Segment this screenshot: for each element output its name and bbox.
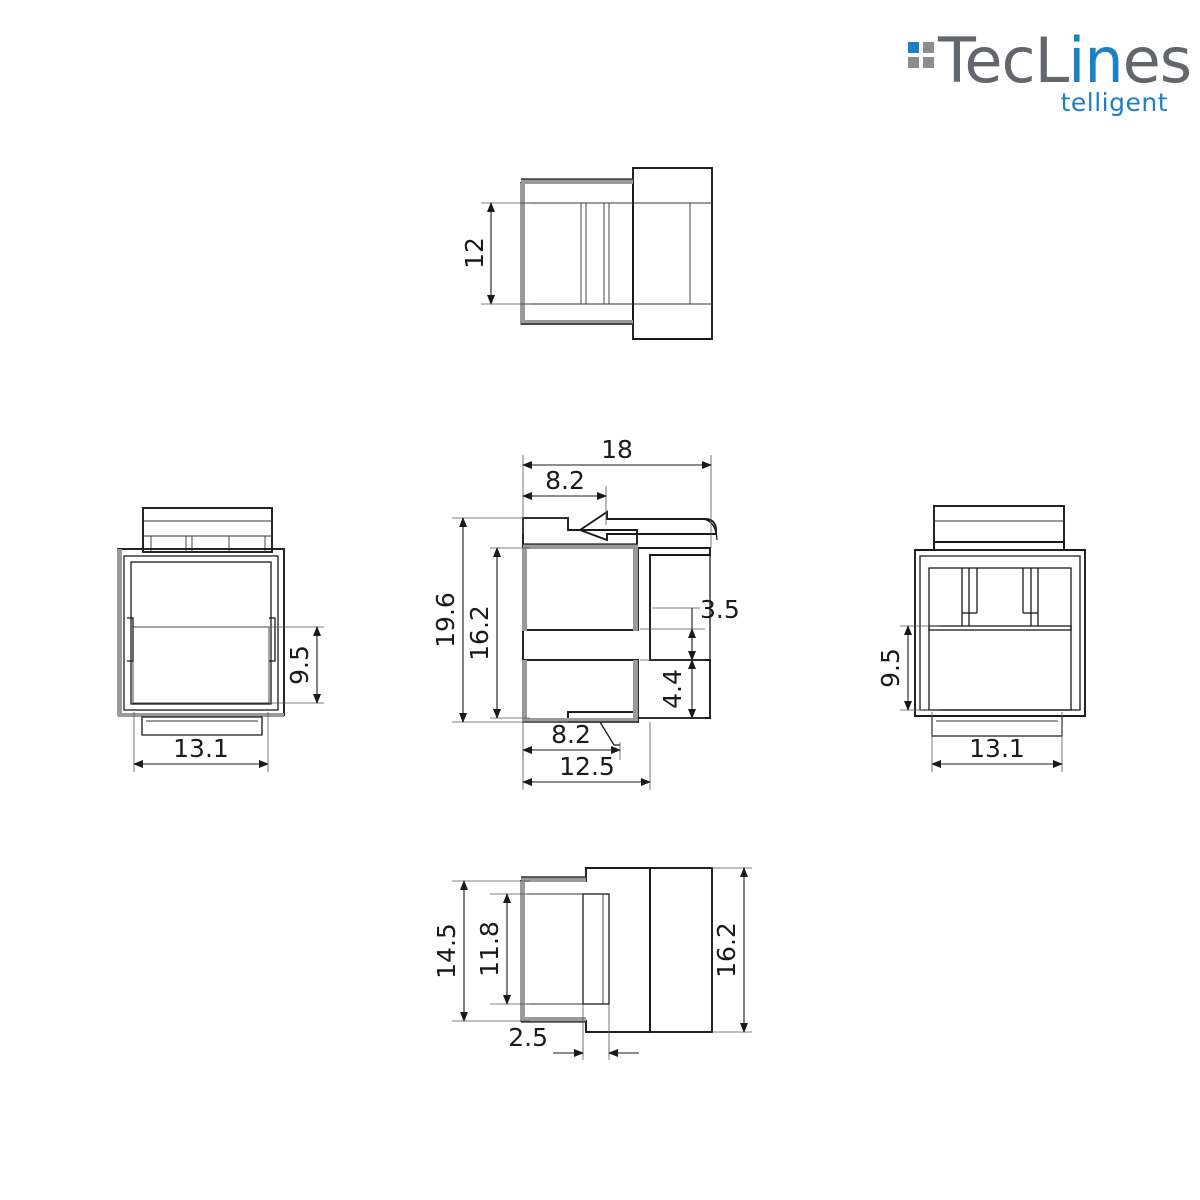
dimension-rear-13-1: 13.1	[969, 734, 1025, 763]
dimension-side-8-2-top: 8.2	[545, 466, 585, 495]
logo-square-bottom-left	[908, 57, 919, 68]
dimension-bottom-14-5: 14.5	[432, 923, 461, 979]
logo-word-suffix: es	[1122, 24, 1192, 97]
logo-square-top-right	[923, 42, 934, 53]
dimension-side-8-2-bottom: 8.2	[551, 720, 591, 749]
dimension-front-9-5: 9.5	[285, 645, 314, 685]
view-rear-right: 9.5 13.1	[876, 505, 1086, 772]
dimension-rear-9-5: 9.5	[876, 648, 905, 688]
dimension-side-16-2: 16.2	[465, 605, 494, 661]
view-front-left: 9.5 13.1	[117, 507, 324, 772]
dimension-bottom-16-2: 16.2	[712, 922, 741, 978]
dimension-side-19-6: 19.6	[431, 592, 460, 648]
view-side-center: 18 8.2 19.6 16.2 3.5 4.4 8.2	[431, 435, 740, 790]
logo-wordmark: TecLines	[938, 24, 1192, 97]
logo-square-bottom-right	[923, 57, 934, 68]
teclines-logo: TecLines telligent	[908, 24, 1192, 120]
dimension-side-18: 18	[601, 435, 633, 464]
logo-word-accent: in	[1068, 24, 1124, 97]
dimension-side-3-5: 3.5	[700, 595, 740, 624]
logo-subtitle: telligent	[1060, 88, 1168, 117]
dimension-bottom-11-8: 11.8	[475, 921, 504, 977]
view-bottom: 14.5 11.8 16.2 2.5	[432, 867, 752, 1060]
logo-square-top-left	[908, 42, 919, 53]
dimension-side-4-4: 4.4	[658, 669, 687, 709]
view-top: 12	[460, 167, 713, 340]
dimension-bottom-2-5: 2.5	[508, 1023, 548, 1052]
dimension-top-12: 12	[460, 237, 489, 269]
logo-word-prefix: TecL	[938, 24, 1069, 97]
dimension-side-12-5: 12.5	[559, 752, 615, 781]
logo-grid-icon	[908, 42, 934, 68]
dimension-front-13-1: 13.1	[173, 734, 229, 763]
